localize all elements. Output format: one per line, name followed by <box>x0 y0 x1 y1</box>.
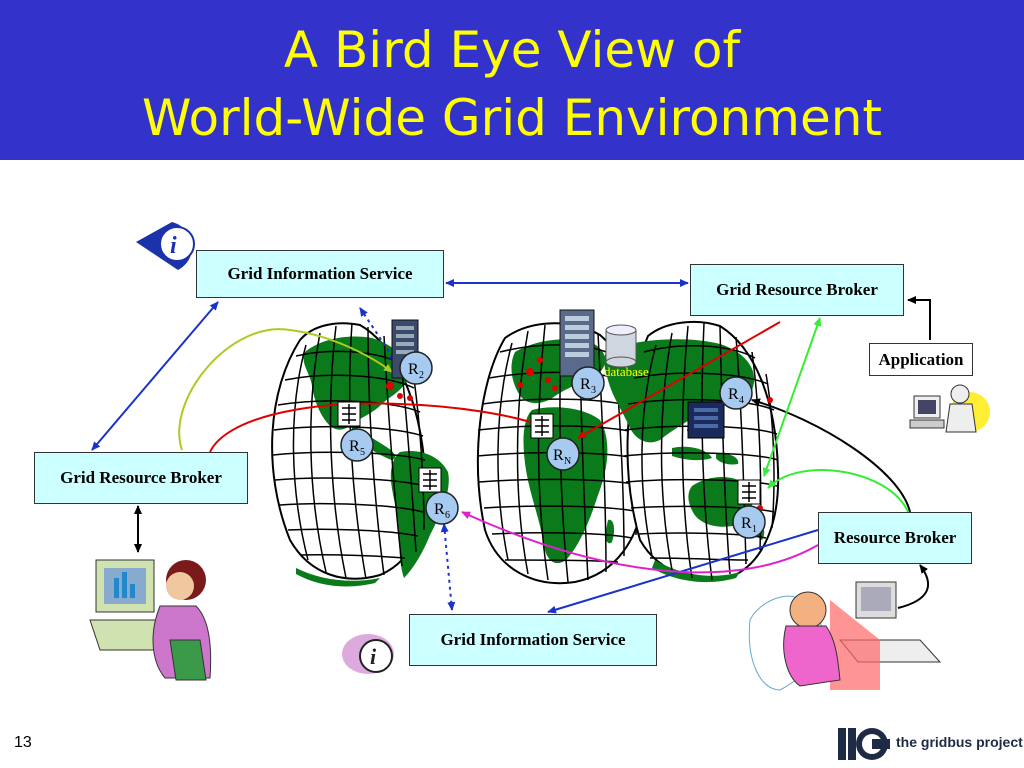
node-label: R <box>408 361 419 378</box>
arrow-rb-to-gis-bottom <box>547 529 819 614</box>
user-at-computer-icon <box>909 384 990 433</box>
arrow-left-broker-to-rn <box>209 402 541 453</box>
arrow-broker-to-rn <box>577 321 781 439</box>
info-icon: i <box>136 222 195 270</box>
svg-text:i: i <box>170 233 177 259</box>
node-subscript: 1 <box>752 524 757 535</box>
application-box[interactable]: Application <box>869 343 973 376</box>
title-bar: A Bird Eye View of World-Wide Grid Envir… <box>0 0 1024 160</box>
node-subscript: 4 <box>739 395 744 406</box>
node-subscript: 3 <box>591 385 596 396</box>
arrow-rb-to-r6 <box>461 511 819 574</box>
node-label: R <box>553 447 564 464</box>
resource-broker-box[interactable]: Resource Broker <box>818 512 972 564</box>
arrow-rb-to-r1 <box>767 469 909 513</box>
node-subscript: 5 <box>360 447 365 458</box>
grid-resource-broker-top[interactable]: Grid Resource Broker <box>690 264 904 316</box>
node-r3[interactable]: R 3 <box>571 366 605 400</box>
arrow-user-to-rb <box>897 564 930 609</box>
node-rn[interactable]: R N <box>546 437 580 471</box>
router-icon <box>737 479 761 505</box>
user-at-computer-icon <box>748 581 942 691</box>
node-r4[interactable]: R 4 <box>719 376 753 410</box>
router-icon <box>530 413 554 439</box>
node-r1[interactable]: R 1 <box>732 505 766 539</box>
router-icon <box>418 467 442 493</box>
arrow-gis-to-left-broker <box>91 301 219 451</box>
node-r2[interactable]: R 2 <box>399 351 433 385</box>
server-icon <box>687 401 725 439</box>
node-label: R <box>580 376 591 393</box>
resource-nodes: R 2 R 3 R 4 R 5 R N R 6 R <box>340 351 766 539</box>
node-r5[interactable]: R 5 <box>340 428 374 462</box>
svg-text:i: i <box>370 644 377 669</box>
grid-information-service-bottom[interactable]: Grid Information Service <box>409 614 657 666</box>
database-label: database <box>604 364 649 379</box>
node-subscript: 2 <box>419 370 424 381</box>
node-label: R <box>434 501 445 518</box>
node-r6[interactable]: R 6 <box>425 491 459 525</box>
router-icon <box>337 401 361 427</box>
connectors <box>91 279 931 614</box>
arrow-r6-to-gis-bottom <box>440 523 456 611</box>
slide-title-line-2: World-Wide Grid Environment <box>141 89 882 147</box>
grid-information-service-top[interactable]: Grid Information Service <box>196 250 444 298</box>
arrow-app-to-broker <box>907 296 931 340</box>
info-icon: i <box>342 634 394 674</box>
node-subscript: 6 <box>445 510 450 521</box>
slide-title-line-1: A Bird Eye View of <box>283 21 741 79</box>
server-icon <box>559 309 595 377</box>
gridbus-logo <box>838 728 890 760</box>
arrow-broker-to-r1 <box>762 317 822 477</box>
database-icon <box>605 324 637 368</box>
page-number: 13 <box>14 734 32 751</box>
node-label: R <box>741 515 752 532</box>
node-subscript: N <box>564 456 571 467</box>
node-label: R <box>349 438 360 455</box>
grid-resource-broker-left[interactable]: Grid Resource Broker <box>34 452 248 504</box>
node-label: R <box>728 386 739 403</box>
user-at-computer-icon <box>89 559 212 681</box>
arrow-left-broker-to-r2 <box>178 328 393 451</box>
logo-text: the gridbus project <box>896 734 1023 750</box>
